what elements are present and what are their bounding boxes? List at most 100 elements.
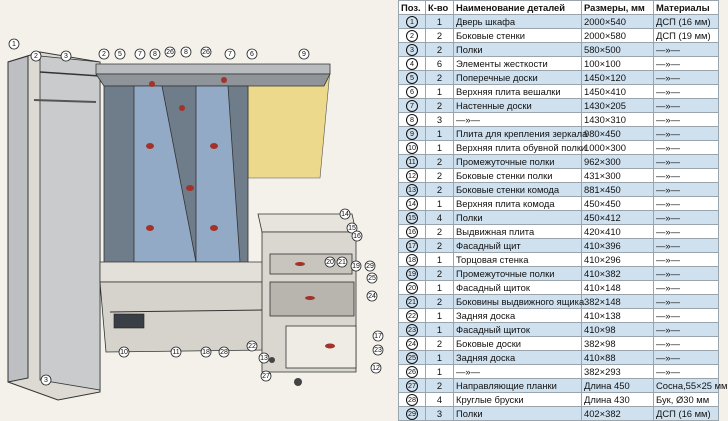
- table-header-row: Поз. К-во Наименование деталей Размеры, …: [398, 0, 719, 15]
- name-cell: Настенные доски: [453, 98, 582, 113]
- material-cell: —»—: [653, 252, 719, 267]
- size-cell: 1430×310: [581, 112, 654, 127]
- parts-table: Поз. К-во Наименование деталей Размеры, …: [398, 0, 728, 421]
- position-number: 7: [406, 100, 418, 112]
- size-cell: Длина 430: [581, 392, 654, 407]
- callout-circle: [114, 48, 126, 60]
- material-cell: —»—: [653, 182, 719, 197]
- qty-cell: 2: [425, 42, 454, 57]
- name-cell: Поперечные доски: [453, 70, 582, 85]
- size-cell: 1450×120: [581, 70, 654, 85]
- callout-circle: [260, 370, 272, 382]
- pos-cell: 15: [398, 210, 426, 225]
- size-cell: 402×382: [581, 406, 654, 421]
- qty-cell: 3: [425, 112, 454, 127]
- pos-cell: 12: [398, 168, 426, 183]
- position-number: 16: [406, 226, 418, 238]
- pos-cell: 20: [398, 280, 426, 295]
- callout-label: 17: [374, 333, 382, 340]
- qty-cell: 2: [425, 378, 454, 393]
- qty-cell: 2: [425, 266, 454, 281]
- callout-circle: [258, 352, 270, 364]
- qty-cell: 6: [425, 56, 454, 71]
- material-cell: —»—: [653, 224, 719, 239]
- callout-circle: [224, 48, 236, 60]
- callout-label: 14: [341, 211, 349, 218]
- pos-cell: 3: [398, 42, 426, 57]
- position-number: 26: [406, 366, 418, 378]
- name-cell: Фасадный щиток: [453, 322, 582, 337]
- size-cell: 382×148: [581, 294, 654, 309]
- qty-cell: 1: [425, 364, 454, 379]
- callout-label: 24: [368, 293, 376, 300]
- position-number: 9: [406, 128, 418, 140]
- callout-circle: [218, 346, 230, 358]
- material-cell: ДСП (19 мм): [653, 28, 719, 43]
- name-cell: Боковые стенки: [453, 28, 582, 43]
- size-cell: 382×293: [581, 364, 654, 379]
- caster-wheel: [269, 357, 275, 363]
- pos-cell: 1: [398, 14, 426, 29]
- position-number: 5: [406, 72, 418, 84]
- wardrobe-rod: [33, 99, 97, 103]
- drawer-handle: [295, 262, 305, 266]
- callout-label: 11: [172, 349, 179, 356]
- callout-label: 3: [44, 377, 48, 384]
- pos-cell: 22: [398, 308, 426, 323]
- size-cell: Длина 450: [581, 378, 654, 393]
- callout-circle: [200, 346, 212, 358]
- callout-label: 27: [262, 373, 270, 380]
- qty-cell: 2: [425, 182, 454, 197]
- size-cell: 410×296: [581, 252, 654, 267]
- callout-label: 2: [102, 51, 106, 58]
- material-cell: —»—: [653, 168, 719, 183]
- callout-circle: [346, 222, 358, 234]
- size-cell: 980×450: [581, 126, 654, 141]
- material-cell: —»—: [653, 84, 719, 99]
- callout-circle: [164, 46, 176, 58]
- qty-cell: 1: [425, 14, 454, 29]
- parts-table-panel: Поз. К-во Наименование деталей Размеры, …: [398, 0, 728, 421]
- pos-cell: 4: [398, 56, 426, 71]
- name-cell: Боковые стенки комода: [453, 182, 582, 197]
- size-cell: 431×300: [581, 168, 654, 183]
- callout-circle: [30, 50, 42, 62]
- wardrobe-interior: [39, 55, 101, 391]
- position-number: 3: [406, 44, 418, 56]
- name-cell: Дверь шкафа: [453, 14, 582, 29]
- callout-label: 29: [366, 263, 374, 270]
- position-number: 10: [406, 142, 418, 154]
- material-cell: —»—: [653, 56, 719, 71]
- size-cell: 100×100: [581, 56, 654, 71]
- callout-label: 12: [372, 365, 380, 372]
- pos-cell: 11: [398, 154, 426, 169]
- callout-circle: [118, 346, 130, 358]
- pos-cell: 25: [398, 350, 426, 365]
- drawer-handle: [305, 296, 315, 300]
- callout-label: 3: [64, 53, 68, 60]
- caster-wheel: [294, 378, 302, 386]
- position-number: 11: [406, 156, 418, 168]
- material-cell: —»—: [653, 238, 719, 253]
- position-number: 25: [406, 352, 418, 364]
- header-qty: К-во: [425, 0, 454, 15]
- size-cell: 2000×580: [581, 28, 654, 43]
- callout-circle: [170, 346, 182, 358]
- position-number: 17: [406, 240, 418, 252]
- callout-circle: [246, 48, 258, 60]
- position-number: 21: [406, 296, 418, 308]
- material-cell: —»—: [653, 308, 719, 323]
- position-number: 24: [406, 338, 418, 350]
- qty-cell: 2: [425, 154, 454, 169]
- pos-cell: 10: [398, 140, 426, 155]
